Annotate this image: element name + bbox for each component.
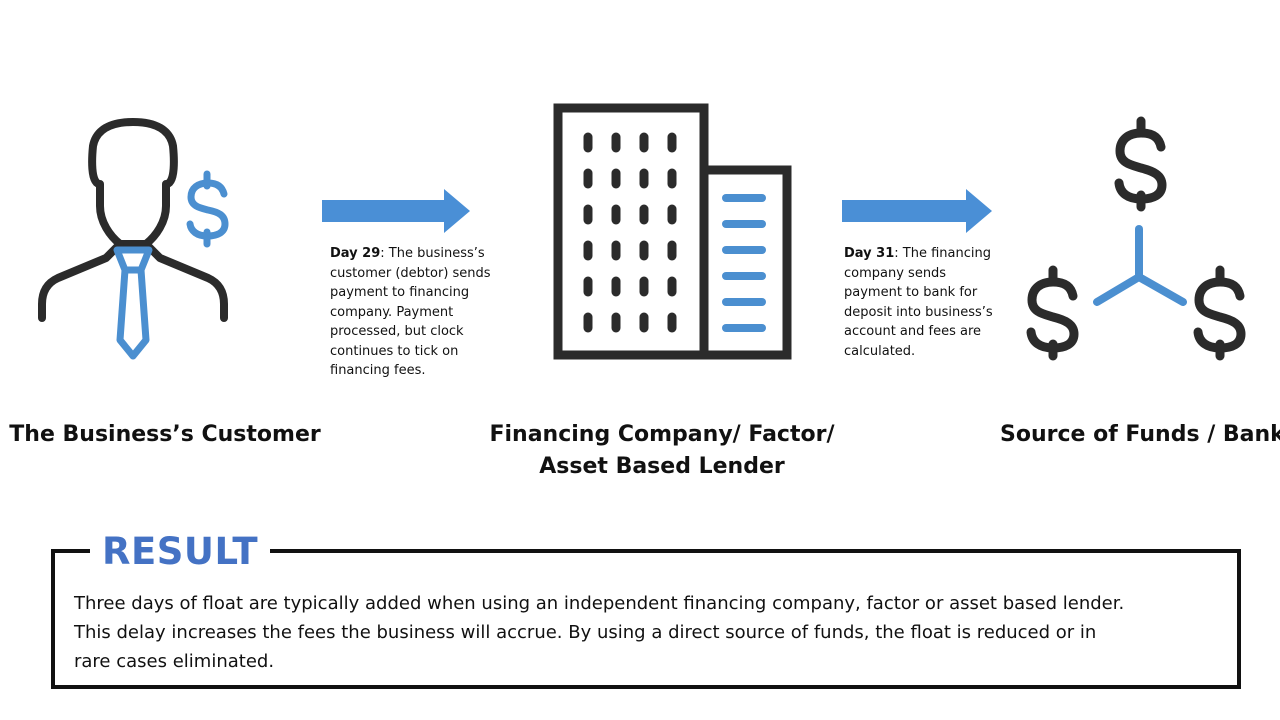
source-of-funds-label: Source of Funds / Bank: [1000, 422, 1280, 447]
flow-arrow-2: [842, 188, 994, 234]
step-day-label: Day 29: [330, 246, 381, 261]
result-text: Three days of float are typically added …: [74, 593, 1125, 672]
step-day-label: Day 31: [844, 246, 895, 261]
businessman-icon: [30, 110, 240, 370]
financing-company-label: Financing Company/ Factor/ Asset Based L…: [489, 422, 835, 479]
flow-arrow-1: [322, 188, 472, 234]
money-distribution-icon: [1020, 115, 1260, 365]
result-title: RESULT: [90, 528, 271, 576]
step-day29-text: Day 29: The business’s customer (debtor)…: [330, 246, 491, 378]
building-icon: [550, 100, 800, 365]
step-day31-text: Day 31: The financing company sends paym…: [844, 246, 993, 359]
customer-label: The Business’s Customer: [9, 422, 321, 447]
result-box: [51, 549, 1241, 689]
